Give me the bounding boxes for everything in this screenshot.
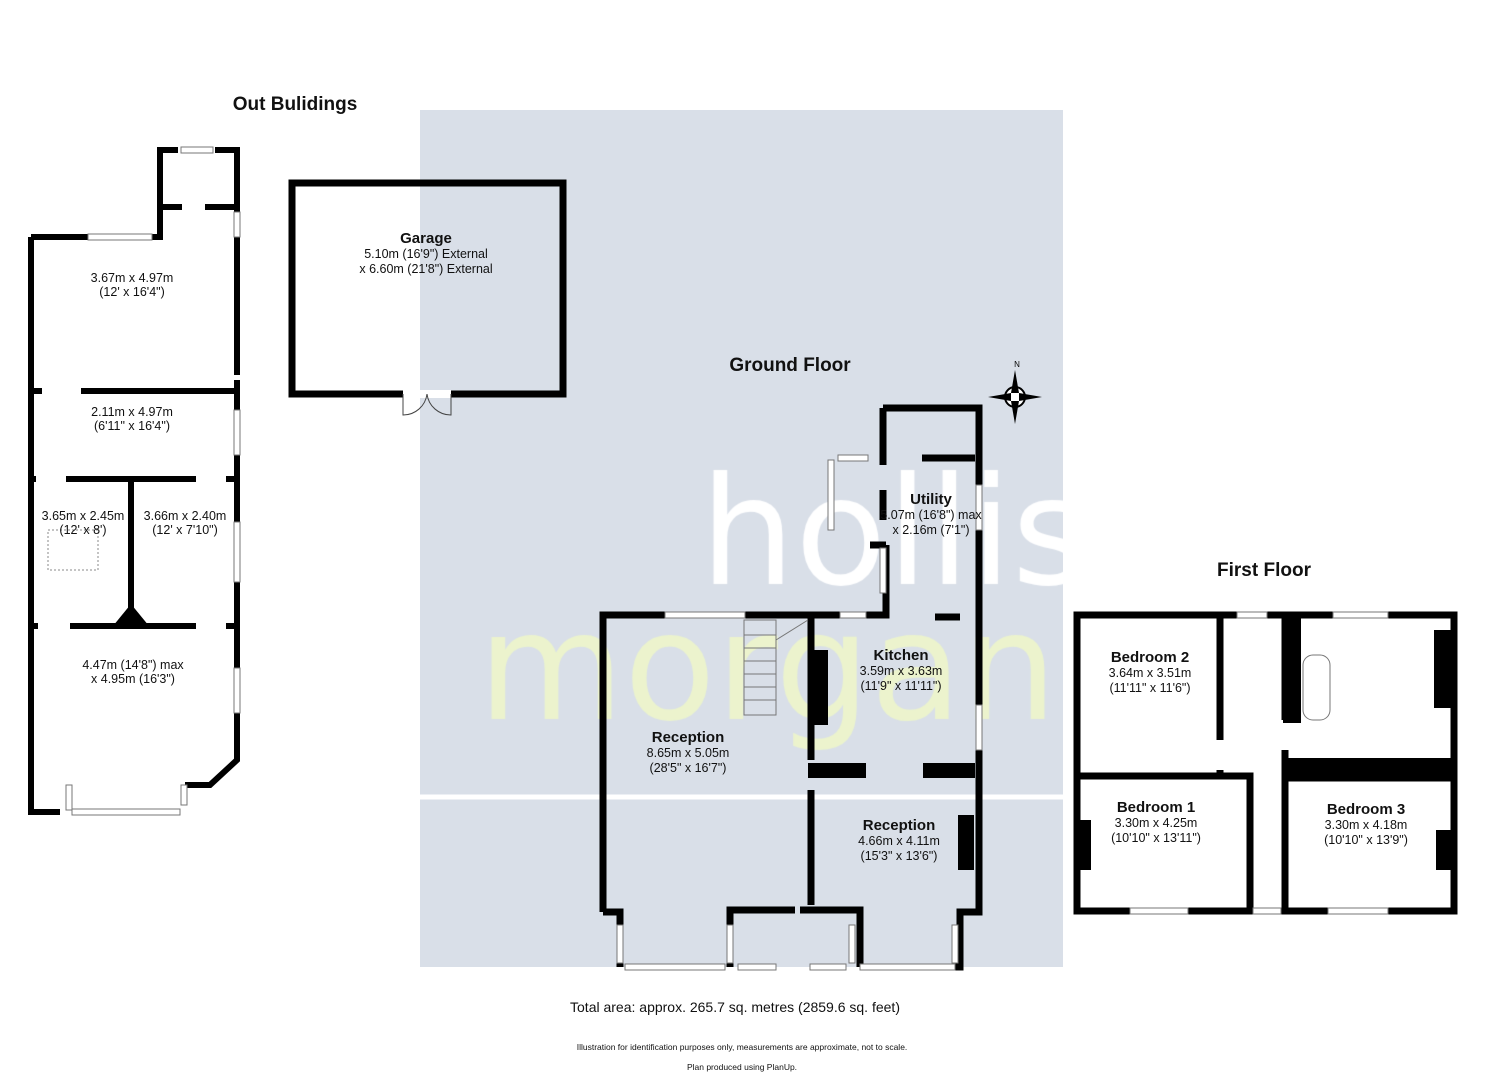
garage-doors bbox=[402, 393, 452, 416]
bath-icon bbox=[1302, 654, 1331, 721]
ground-floor-windows bbox=[616, 454, 983, 971]
out-room-1-label: 3.67m x 4.97m(12' x 16'4") bbox=[90, 271, 174, 300]
compass-north-label: N bbox=[1014, 360, 1020, 369]
garage-walls bbox=[288, 179, 567, 398]
ground-floor-walls bbox=[599, 404, 983, 971]
first-floor-title: First Floor bbox=[1217, 560, 1311, 581]
out-room-2-label: 2.11m x 4.97m(6'11" x 16'4") bbox=[91, 405, 173, 434]
staircase bbox=[743, 619, 809, 716]
out-room-3-label: 3.65m x 2.45m(12' x 8') bbox=[41, 509, 125, 538]
loft-hatch bbox=[47, 529, 99, 571]
out-buildings-walls bbox=[28, 147, 240, 815]
compass-icon: N bbox=[988, 360, 1042, 424]
ground-floor-title: Ground Floor bbox=[729, 355, 851, 376]
out-room-4-label: 3.66m x 2.40m(12' x 7'10") bbox=[143, 509, 227, 538]
total-area: Total area: approx. 265.7 sq. metres (28… bbox=[570, 999, 900, 1015]
chimney-breast bbox=[113, 604, 149, 626]
ground-floor-blocks bbox=[808, 650, 975, 870]
out-buildings-windows bbox=[65, 146, 241, 816]
out-buildings-title: Out Bulidings bbox=[232, 94, 358, 115]
disclaimer: Illustration for identification purposes… bbox=[576, 1042, 908, 1052]
first-floor-windows bbox=[1129, 611, 1389, 915]
produced-by: Plan produced using PlanUp. bbox=[686, 1062, 798, 1072]
first-floor-blocks bbox=[1077, 615, 1454, 870]
